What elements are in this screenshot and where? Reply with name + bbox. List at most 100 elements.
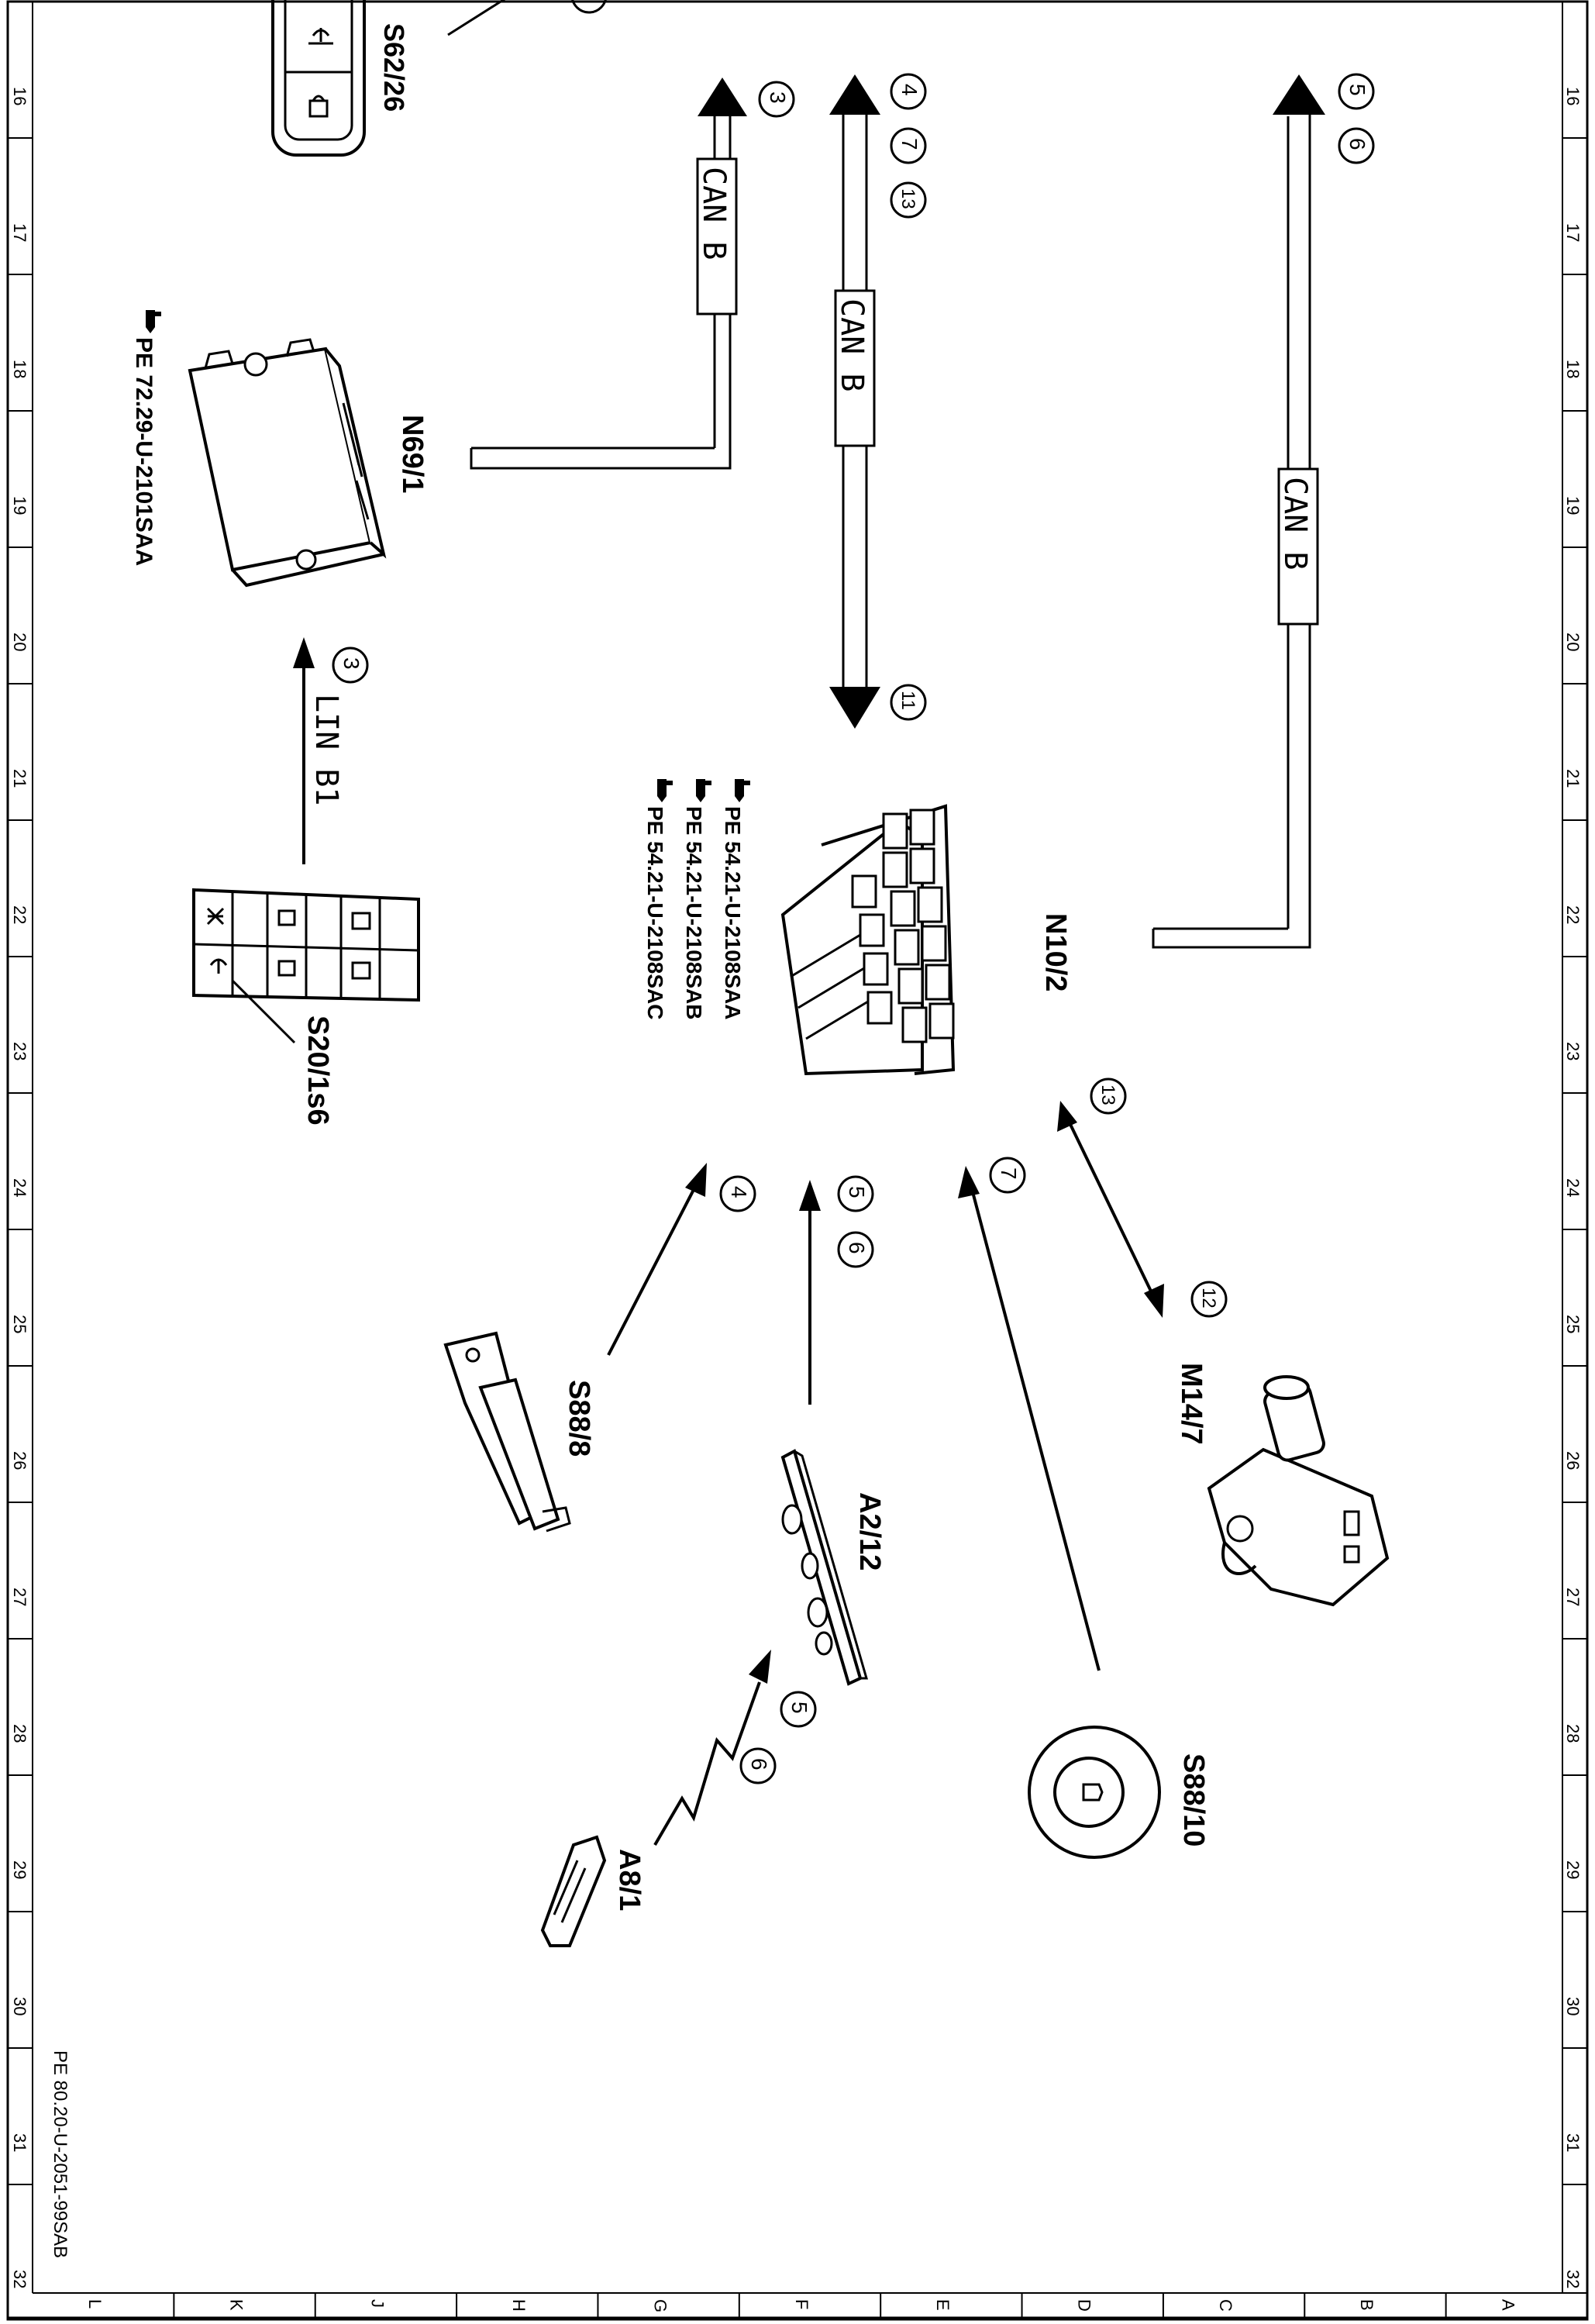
col-label-J: J xyxy=(368,2299,388,2308)
svg-text:13: 13 xyxy=(897,188,918,209)
marker-7b xyxy=(989,1157,1026,1194)
lock-cylinder-s88-10-icon xyxy=(1028,1726,1161,1859)
row-label-25: 25 xyxy=(1563,1315,1583,1333)
marker-6c xyxy=(739,1747,777,1784)
row-label-19: 19 xyxy=(10,496,29,515)
marker-4a xyxy=(890,73,927,110)
col-label-G: G xyxy=(650,2299,670,2312)
marker-12 xyxy=(1190,1281,1228,1318)
marker-13b xyxy=(1090,1078,1127,1115)
can-b-label-2: CAN B xyxy=(834,298,870,391)
switch-s62-26-icon xyxy=(271,0,366,157)
svg-text:7: 7 xyxy=(997,1167,1021,1180)
col-label-K: K xyxy=(226,2299,246,2311)
hand-pointer-icon xyxy=(735,779,750,802)
control-unit-n69-1-icon xyxy=(188,338,387,588)
row-label-16: 16 xyxy=(10,87,29,105)
row-label-22: 22 xyxy=(10,905,29,924)
row-label-26: 26 xyxy=(10,1451,29,1470)
label-n10-2: N10/2 xyxy=(1039,913,1072,991)
label-n69-1: N69/1 xyxy=(396,415,429,493)
row-label-17: 17 xyxy=(1563,223,1583,242)
marker-4b xyxy=(719,1175,756,1212)
marker-3b xyxy=(332,647,369,684)
col-label-F: F xyxy=(792,2299,811,2309)
row-label-26: 26 xyxy=(1563,1451,1583,1470)
svg-text:13: 13 xyxy=(1097,1084,1118,1105)
label-s20-1s6: S20/1s6 xyxy=(301,1015,334,1126)
row-label-32: 32 xyxy=(1563,2270,1583,2288)
switch-block-s20-1s6-icon xyxy=(192,888,420,1002)
ref-n10-2-c: PE 54.21-U-2108SAC xyxy=(643,806,667,1019)
row-label-29: 29 xyxy=(1563,1860,1583,1879)
hand-pointer-icon xyxy=(696,779,711,802)
row-label-23: 23 xyxy=(10,1042,29,1060)
row-label-27: 27 xyxy=(1563,1588,1583,1606)
row-label-21: 21 xyxy=(1563,769,1583,788)
row-label-25: 25 xyxy=(10,1315,29,1333)
row-label-31: 31 xyxy=(10,2133,29,2152)
row-label-24: 24 xyxy=(10,1178,29,1197)
col-label-C: C xyxy=(1216,2299,1235,2312)
marker-7a xyxy=(890,127,927,164)
row-label-17: 17 xyxy=(10,223,29,242)
row-label-18: 18 xyxy=(10,360,29,378)
ref-n69-1: PE 72.29-U-2101SAA xyxy=(131,337,157,566)
marker-5b xyxy=(837,1175,874,1212)
label-m14-7: M14/7 xyxy=(1175,1363,1207,1445)
row-label-24: 24 xyxy=(1563,1178,1583,1197)
svg-text:5: 5 xyxy=(1345,84,1369,96)
lin-b1-label: LIN B1 xyxy=(308,694,344,806)
row-label-20: 20 xyxy=(1563,633,1583,651)
marker-5c xyxy=(780,1691,817,1728)
ref-n10-2-b: PE 54.21-U-2108SAB xyxy=(682,806,706,1019)
row-label-27: 27 xyxy=(10,1588,29,1606)
row-label-20: 20 xyxy=(10,633,29,651)
label-s62-26: S62/26 xyxy=(378,23,410,112)
svg-text:7: 7 xyxy=(897,138,922,150)
marker-11 xyxy=(890,684,927,721)
receiver-a2-12-icon xyxy=(780,1449,868,1686)
col-label-D: D xyxy=(1074,2299,1094,2312)
row-label-32: 32 xyxy=(10,2270,29,2288)
can-b-label-3: CAN B xyxy=(1277,477,1313,570)
col-label-B: B xyxy=(1357,2299,1376,2311)
row-label-16: 16 xyxy=(1563,87,1583,105)
switch-s88-8-icon xyxy=(443,1331,571,1533)
document-reference: PE 80.20-U-2051-99SAB xyxy=(50,2050,71,2258)
label-s88-8: S88/8 xyxy=(563,1380,595,1457)
row-label-30: 30 xyxy=(1563,1997,1583,2015)
motor-m14-7-icon xyxy=(1207,1375,1390,1607)
row-label-19: 19 xyxy=(1563,496,1583,515)
marker-3a xyxy=(758,81,795,118)
row-label-28: 28 xyxy=(10,1724,29,1743)
row-label-22: 22 xyxy=(1563,905,1583,924)
row-label-28: 28 xyxy=(1563,1724,1583,1743)
svg-text:5: 5 xyxy=(845,1186,869,1198)
row-label-30: 30 xyxy=(10,1997,29,2015)
hand-pointer-icon xyxy=(146,310,161,333)
label-s88-10: S88/10 xyxy=(1177,1753,1210,1846)
row-label-18: 18 xyxy=(1563,360,1583,378)
label-a8-1: A8/1 xyxy=(613,1849,646,1911)
marker-6b xyxy=(837,1231,874,1268)
transmitter-key-a8-1-icon xyxy=(540,1835,607,1947)
marker-13a xyxy=(890,181,927,219)
marker-5a xyxy=(1338,73,1375,110)
svg-text:6: 6 xyxy=(1345,138,1369,150)
ref-n10-2-a: PE 54.21-U-2108SAA xyxy=(721,806,745,1019)
col-label-E: E xyxy=(933,2299,953,2311)
svg-text:4: 4 xyxy=(727,1186,751,1198)
svg-text:12: 12 xyxy=(1198,1288,1219,1309)
hand-pointer-icon xyxy=(657,779,673,802)
col-label-A: A xyxy=(1499,2299,1518,2311)
svg-text:6: 6 xyxy=(845,1242,869,1254)
row-label-31: 31 xyxy=(1563,2133,1583,2152)
svg-text:5: 5 xyxy=(787,1702,811,1714)
svg-text:3: 3 xyxy=(339,657,363,670)
can-b-label-1: CAN B xyxy=(696,167,732,260)
row-label-29: 29 xyxy=(10,1860,29,1879)
row-label-23: 23 xyxy=(1563,1042,1583,1060)
